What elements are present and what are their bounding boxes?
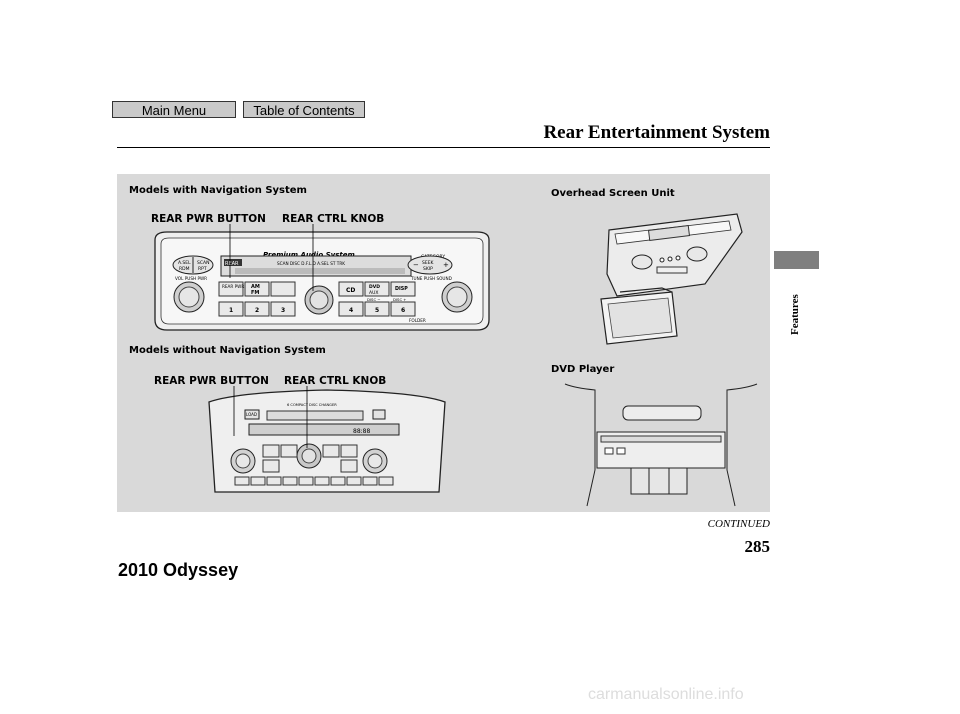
page-title: Rear Entertainment System [543,122,770,143]
dvd-player-label: DVD Player [551,364,615,375]
rear-pwr-button-label-no-nav: REAR PWR BUTTON [154,375,269,387]
scan-text: SCAN [197,260,209,266]
table-of-contents-button[interactable]: Table of Contents [243,101,365,118]
skip-text: SKIP [423,266,433,272]
folder-text: FOLDER [409,318,426,323]
title-divider [117,147,770,148]
aux-text: AUX [369,290,378,296]
fm-text: FM [251,290,259,296]
audio-unit-no-nav: LOAD 6 COMPACT DISC CHANGER 88:88 [208,386,446,493]
changer-text: 6 COMPACT DISC CHANGER [287,403,337,407]
watermark-link[interactable]: carmanualsonline.info [588,686,744,703]
rear-pwr-text: REAR PWR [222,284,244,289]
audio-unit-nav: Premium Audio System CATEGORY A.SEL RDM … [154,224,490,331]
am-text: AM [251,284,260,290]
seek-text: SEEK [422,260,435,266]
load-text: LOAD [246,412,257,417]
rear-pwr-button-label-nav: REAR PWR BUTTON [151,213,266,225]
tune-sound-text: TUNE PUSH SOUND [410,276,452,281]
brand-text: Premium Audio System [263,251,355,259]
rear-ctrl-knob-label-nav: REAR CTRL KNOB [282,213,385,225]
preset-2: 2 [255,307,259,314]
overhead-screen-label: Overhead Screen Unit [551,188,675,199]
preset-3: 3 [281,307,285,314]
preset-1: 1 [229,307,233,314]
figure-illustration: Premium Audio System CATEGORY A.SEL RDM … [154,213,758,507]
figure-panel: Models with Navigation System Overhead S… [117,174,770,512]
rear-ctrl-knob-label-no-nav: REAR CTRL KNOB [284,375,387,387]
no-nav-display-digits: 88:88 [353,428,370,435]
vol-pwr-text: VOL PUSH PWR [175,276,207,281]
overhead-screen-illustration [600,213,743,345]
rdm-text: RDM [179,266,190,272]
rpt-text: RPT [198,266,207,272]
dvd-player-illustration [564,383,758,507]
preset-6: 6 [401,307,405,314]
rear-badge-text: REAR [225,261,239,267]
page-number: 285 [744,537,771,556]
side-section-label: Features [789,294,801,335]
continued-label: CONTINUED [707,518,770,530]
section-tab [774,251,819,269]
model-name: 2010 Odyssey [118,560,239,580]
disc-minus-text: DISC − [367,297,381,302]
cd-text: CD [346,287,355,294]
main-menu-button[interactable]: Main Menu [112,101,236,118]
preset-5: 5 [375,307,379,314]
nav-section-label: Models with Navigation System [129,185,307,196]
preset-4: 4 [349,307,353,314]
svg-text:+: + [443,261,449,269]
no-nav-section-label: Models without Navigation System [129,345,326,356]
a-sel-text: A.SEL [178,260,191,266]
svg-text:−: − [413,261,419,269]
disc-plus-text: DISC + [393,297,407,302]
disp-text: DISP [395,286,408,292]
dvd-text: DVD [369,284,380,290]
display-text: SCAN DISC D.F.L.D A.SEL ST TRK [277,261,345,266]
